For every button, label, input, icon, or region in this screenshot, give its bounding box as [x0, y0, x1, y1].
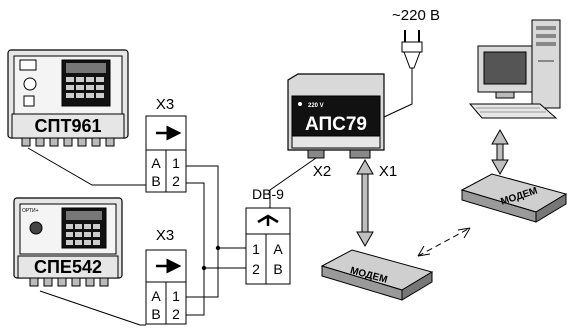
wire-x3top-b: [186, 182, 246, 269]
spt961-label: СПТ961: [35, 116, 102, 136]
device-spe542: ОРТИ+ СПЕ542: [13, 197, 123, 287]
link-pc-modem: [491, 128, 509, 176]
pin-number: 1: [172, 155, 180, 171]
spe542-cable: [39, 290, 146, 326]
spe542-label: СПЕ542: [34, 257, 102, 277]
connector-db9: DB-9 1 A 2 B: [245, 186, 291, 285]
x3-top-label: X3: [156, 96, 174, 113]
aps79-x2-port: [307, 149, 325, 159]
plug-icon: [401, 41, 423, 53]
connector-x3-top: X3 A 1 B 2: [145, 96, 187, 193]
device-aps79: 220 V АПС79: [287, 73, 385, 159]
aps79-label: АПС79: [305, 114, 367, 135]
pin-letter: A: [151, 155, 161, 171]
wireless-link: [417, 227, 471, 257]
junction-dot: [215, 245, 221, 251]
pin-number: 1: [172, 288, 180, 304]
junction-dot: [201, 265, 207, 271]
modem-right: МОДЕМ: [460, 173, 568, 223]
pin-letter: B: [273, 261, 282, 277]
pin-letter: A: [273, 241, 283, 257]
wire-x3bot-b: [186, 268, 205, 316]
db9-label: DB-9: [252, 186, 284, 202]
connector-x3-bottom: X3 A 1 B 2: [145, 227, 187, 325]
pin-letter: A: [151, 288, 161, 304]
computer: [468, 19, 561, 119]
wire-x3bot-a: [186, 248, 219, 298]
power-label: ~220 В: [392, 7, 440, 24]
wiring: [27, 68, 413, 326]
monitor-screen: [483, 51, 527, 85]
spe542-brand: ОРТИ+: [22, 208, 39, 214]
modem-left: МОДЕМ: [320, 249, 434, 301]
pin-number: 2: [172, 306, 180, 322]
wire-db9-aps: [269, 157, 317, 208]
power-plug: ~220 В: [392, 7, 440, 69]
power-cable: [383, 68, 413, 118]
device-spt961: СПТ961: [7, 49, 129, 147]
spt961-cable: [27, 147, 146, 186]
link-aps-modem: [356, 158, 374, 248]
pin-number: 2: [172, 173, 180, 189]
aps79-x1-port: [349, 149, 371, 159]
pin-number: 1: [252, 241, 260, 257]
wire-x3top-a: [186, 165, 246, 249]
x2-label: X2: [313, 163, 331, 180]
pin-letter: B: [151, 306, 160, 322]
keyboard: [468, 103, 558, 119]
pin-number: 2: [252, 261, 260, 277]
db9-plug-icon: [257, 214, 279, 226]
pin-letter: B: [151, 173, 160, 189]
aps79-voltage: 220 V: [308, 103, 324, 109]
x1-label: X1: [379, 163, 397, 180]
x3-bottom-label: X3: [156, 227, 174, 244]
